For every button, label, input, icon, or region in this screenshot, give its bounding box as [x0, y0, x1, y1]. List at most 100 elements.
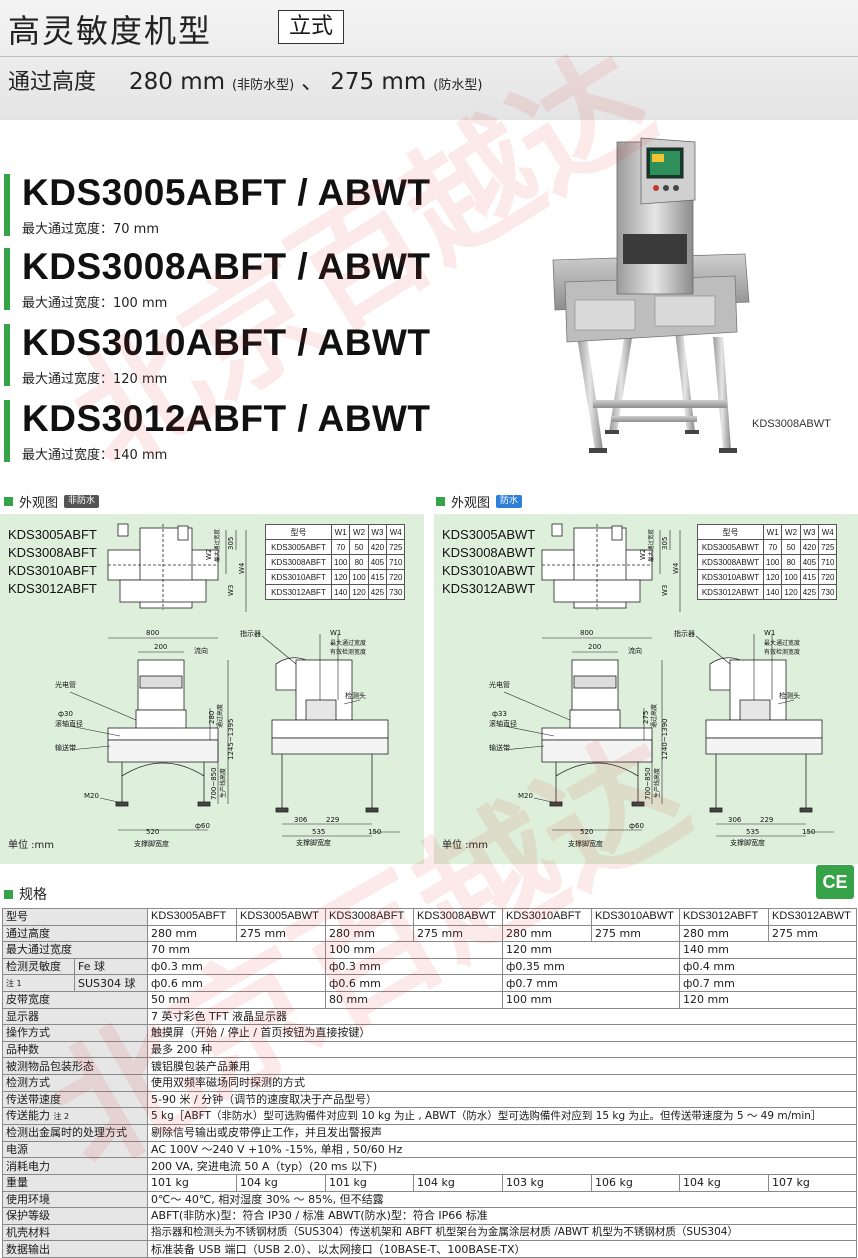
pass-height-dim-label: 通过高度: [650, 704, 658, 728]
spec-value: 100 mm: [325, 941, 503, 959]
dim-150: 150: [802, 828, 815, 836]
unit-label: 单位 :mm: [442, 840, 489, 851]
dim-535: 535: [746, 828, 759, 836]
model-name: KDS3005ABFT / ABWT: [22, 172, 431, 213]
spec-value: 275 mm: [236, 924, 326, 943]
spec-value: 标准装备 USB 端口（USB 2.0）、以太网接口（10BASE-T、100B…: [147, 1240, 857, 1258]
spec-row-sensitivity-sus: 注 1 SUS304 球 ф0.6 mm ф0.6 mm ф0.7 mm ф0.…: [2, 974, 857, 992]
spec-value: 最多 200 种: [147, 1040, 857, 1059]
dim-cell: KDS3008ABWT: [697, 554, 764, 570]
spec-value: 100 mm: [502, 990, 680, 1009]
spec-model: KDS3005ABWT: [236, 908, 326, 926]
dim-cell: 405: [799, 554, 820, 570]
dim-w4: W4: [672, 562, 680, 574]
phi60-label: ф60: [629, 822, 644, 830]
dimension-row: KDS3010ABFT 120 100 415 720: [265, 569, 406, 585]
spec-row: 数据输出 标准装备 USB 端口（USB 2.0）、以太网接口（10BASE-T…: [2, 1240, 857, 1258]
sensor-label: 光电管: [489, 680, 510, 689]
spec-label: 检测出金属时的处理方式: [2, 1124, 148, 1142]
dim-col-w3: W3: [367, 524, 388, 540]
spec-value: 101 kg: [147, 1173, 237, 1192]
dimension-table-header: 型号 W1 W2 W3 W4: [265, 524, 406, 540]
spec-model: KDS3005ABFT: [147, 908, 237, 926]
dim-cell: 725: [386, 539, 406, 555]
dim-cell: 725: [818, 539, 838, 555]
roller-label: 滚轴直径: [55, 719, 83, 728]
dim-229: 229: [326, 816, 339, 824]
dim-max-width-2: 最大通过宽度: [647, 528, 655, 562]
spec-row: 检测出金属时的处理方式 剔除信号输出或皮带停止工作，并且发出警报声: [2, 1124, 857, 1142]
spec-value: 使用双频率磁场同时探测的方式: [147, 1073, 857, 1092]
dimension-row: KDS3012ABFT 140 120 425 730: [265, 584, 406, 600]
belt-label: 输送带: [55, 743, 76, 752]
pass-height-label: 通过高度: [8, 70, 97, 95]
dim-cell: 720: [386, 569, 406, 585]
spec-value: ф0.7 mm: [502, 974, 680, 992]
spec-model: KDS3010ABWT: [591, 908, 680, 926]
line-height-label: 生产线高度: [219, 768, 227, 798]
spec-row-weight: 重量 101 kg 104 kg 101 kg 104 kg 103 kg 10…: [2, 1173, 857, 1192]
dim-w3: W3: [227, 585, 235, 596]
spec-heading: 规格: [4, 884, 47, 904]
spec-label: 使用环境: [2, 1190, 148, 1209]
model-width: 最大通过宽度：140 mm: [22, 448, 168, 463]
line-height-label: 生产线高度: [653, 768, 661, 798]
spec-row: 消耗电力 200 VA, 突进电流 50 A（typ）(20 ms 以下): [2, 1157, 857, 1175]
sensor-label: 光电管: [55, 680, 76, 689]
spec-heading-text: 规格: [19, 887, 47, 903]
w1-label: W1: [764, 629, 775, 637]
spec-model: KDS3008ABWT: [413, 908, 503, 926]
dim-col-w1: W1: [762, 524, 783, 540]
spec-value: ф0.4 mm: [679, 957, 857, 976]
dim-cell: 120: [330, 569, 351, 585]
front-view: [107, 659, 219, 807]
model-accent-bar: [4, 248, 10, 310]
spec-model: KDS3010ABFT: [502, 908, 592, 926]
spec-row: 电源 AC 100V ～240 V +10% -15%, 单相 , 50/60 …: [2, 1140, 857, 1159]
m20-label: M20: [84, 792, 99, 800]
dim-306: 306: [294, 816, 308, 824]
spec-value: ф0.3 mm: [325, 957, 503, 976]
dim-150: 150: [368, 828, 381, 836]
spec-label: 电源: [2, 1140, 148, 1159]
dim-700: 700~850: [644, 767, 652, 800]
spec-value: 280 mm: [679, 924, 769, 943]
dim-col-w4: W4: [386, 524, 406, 540]
dimension-row: KDS3005ABWT 70 50 420 725: [697, 539, 838, 555]
spec-value: 5 kg［ABFT（非防水）型可选购備件对应到 10 kg 为止 , ABWT（…: [147, 1107, 857, 1126]
spec-value: ABFT(非防水)型：符合 IP30 / 标准 ABWT(防水)型：符合 IP6…: [147, 1207, 857, 1225]
dim-cell: 415: [799, 569, 820, 585]
dim-306: 306: [728, 816, 742, 824]
dim-cell: KDS3012ABFT: [265, 584, 332, 600]
pass-height-value-1: 280 mm: [129, 69, 226, 95]
dim-w2: W2: [639, 549, 647, 560]
pass-height-note-2: (防水型): [433, 78, 483, 93]
dim-cell: 100: [330, 554, 351, 570]
indicator-label: 指示器: [240, 629, 261, 638]
spec-label: 最大通过宽度: [2, 941, 148, 959]
dim-w4: W4: [238, 562, 246, 574]
top-view: [541, 523, 653, 610]
spec-value: 7 英寸彩色 TFT 液晶显示器: [147, 1007, 857, 1026]
dim-cell: 120: [781, 584, 801, 600]
spec-row-max-width: 最大通过宽度 70 mm 100 mm 120 mm 140 mm: [2, 941, 857, 959]
spec-value: 镀铝膜包装产品兼用: [147, 1057, 857, 1075]
model-name: KDS3010ABFT / ABWT: [22, 322, 431, 363]
dim-cell: KDS3012ABWT: [697, 584, 764, 600]
spec-row: 机壳材料 指示器和检测头为不锈钢材质（SUS304）传送机架和 ABFT 机型架…: [2, 1223, 857, 1242]
outline-heading-right: 外观图 防水: [436, 492, 523, 511]
spec-model: KDS3012ABFT: [679, 908, 769, 926]
dim-cell: 420: [799, 539, 820, 555]
dimension-table: 型号 W1 W2 W3 W4 KDS3005ABFT 70 50 420 725…: [265, 524, 406, 600]
spec-value: 0℃～ 40℃, 相对湿度 30% ～ 85%, 但不结露: [147, 1190, 857, 1209]
dim-col-model: 型号: [265, 524, 332, 540]
spec-note: 注 1: [2, 974, 75, 992]
dim-700: 700~850: [210, 767, 218, 800]
max-width-label: 最大通过宽度: [764, 639, 800, 647]
spec-row-sensitivity-fe: 检测灵敏度 Fe 球 ф0.3 mm ф0.3 mm ф0.35 mm ф0.4…: [2, 957, 857, 976]
stand-width-label: 支撑脚宽度: [296, 838, 331, 847]
dim-cell: 730: [386, 584, 406, 600]
dim-col-w1: W1: [330, 524, 351, 540]
spec-label: 显示器: [2, 1007, 148, 1026]
top-view: [107, 523, 219, 610]
